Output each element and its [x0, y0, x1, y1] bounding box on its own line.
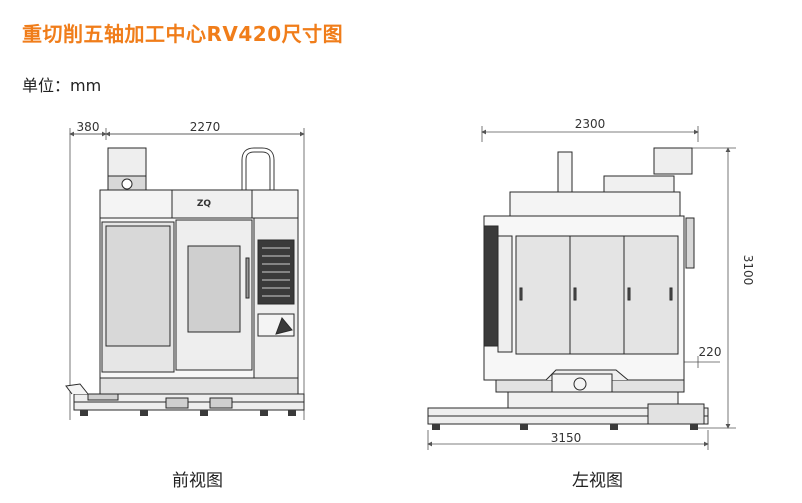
side-top-box	[653, 147, 693, 175]
side-dim-top-width-label: 2300	[575, 117, 606, 131]
front-window	[187, 245, 241, 333]
page-title: 重切削五轴加工中心RV420尺寸图	[22, 22, 344, 46]
side-dim-bottom-width-label: 3150	[551, 431, 582, 445]
front-dim-top	[69, 128, 305, 420]
front-top-box	[107, 147, 147, 177]
side-dim-right-offset-label: 220	[699, 345, 722, 359]
unit-label: 单位：mm	[22, 76, 102, 95]
side-dim-lines	[427, 126, 736, 450]
front-coolant-pipe	[241, 147, 275, 190]
side-view	[427, 126, 736, 450]
side-dim-height-label: 3100	[741, 255, 755, 286]
side-upper-body	[509, 191, 681, 217]
side-spindle-column	[557, 151, 573, 193]
front-base	[99, 377, 299, 395]
side-control-panel	[483, 225, 499, 347]
front-dim-width-label: 2270	[190, 120, 221, 134]
front-view-caption: 前视图	[172, 471, 223, 491]
front-dim-left-offset-label: 380	[77, 120, 100, 134]
side-doors	[515, 235, 679, 355]
front-brand-logo: ZQ	[197, 199, 212, 209]
front-view	[65, 128, 305, 420]
side-view-caption: 左视图	[572, 471, 623, 491]
